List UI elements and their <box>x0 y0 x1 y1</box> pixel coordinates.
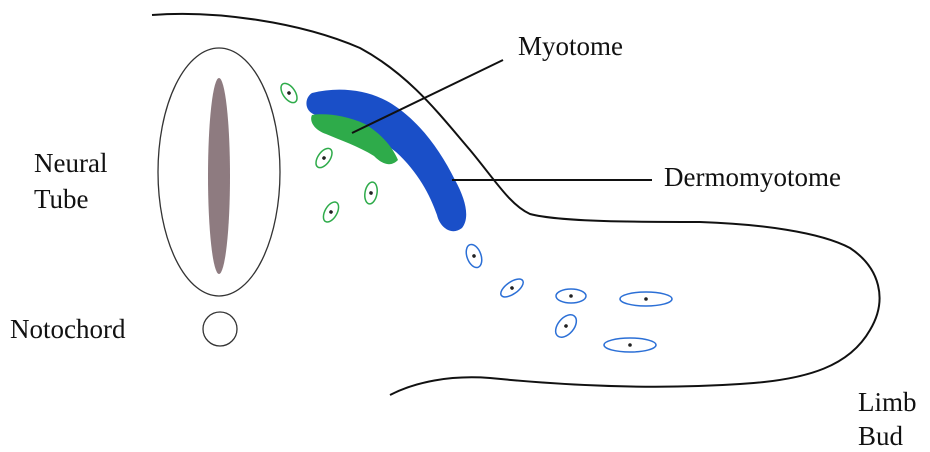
limb-bud-label-line1: Limb <box>858 386 917 418</box>
notochord <box>203 312 237 346</box>
neural-tube-label-line2: Tube <box>34 183 89 215</box>
blue-cell <box>498 276 526 301</box>
green-cell <box>363 181 379 205</box>
body-outline-dorsal <box>152 14 880 395</box>
blue-cell <box>463 242 484 269</box>
blue-cell <box>552 311 581 341</box>
limb-bud-label-line2: Bud <box>858 420 903 452</box>
myotome-label: Myotome <box>518 30 623 62</box>
green-cell <box>320 199 341 224</box>
neural-tube-label-line1: Neural <box>34 147 107 179</box>
dermomyotome-label: Dermomyotome <box>664 161 841 193</box>
blue-cell <box>604 338 656 352</box>
green-cell <box>313 146 335 171</box>
green-cell <box>278 81 300 106</box>
blue-cell <box>620 292 672 306</box>
neural-canal <box>208 78 230 274</box>
blue-cell <box>556 289 586 303</box>
notochord-label: Notochord <box>10 313 125 345</box>
